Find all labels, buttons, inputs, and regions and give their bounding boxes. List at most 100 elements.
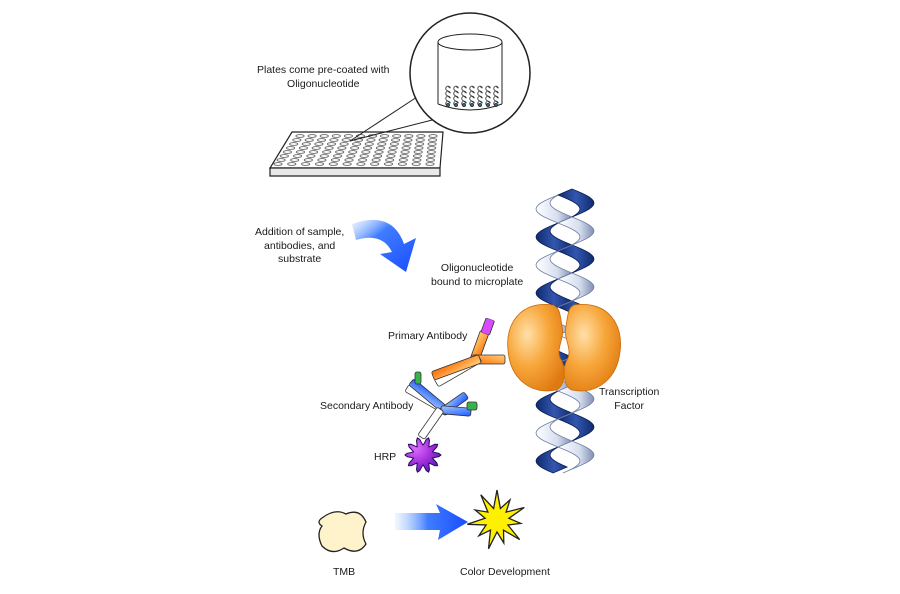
plate-well [279, 154, 289, 158]
plate-well [358, 158, 368, 162]
oligo-anchor [485, 103, 490, 108]
primary-antibody-icon [431, 317, 506, 387]
dna-strand-segment [556, 216, 595, 252]
plate-well [303, 158, 313, 162]
plate-well [414, 146, 424, 150]
oligo-strand [453, 85, 459, 107]
plate-well [415, 142, 425, 146]
microplate-icon [268, 131, 444, 177]
oligo-bound-label-line: Oligonucleotide [440, 262, 514, 274]
plate-well [402, 142, 412, 146]
transcription-factor-label: Transcription Factor [599, 386, 659, 413]
tmb-label: TMB [333, 566, 356, 578]
plate-well [397, 162, 407, 166]
plate-well [276, 158, 286, 162]
plate-well [398, 158, 408, 162]
oligo-anchor [469, 103, 474, 108]
plate-well [392, 134, 402, 138]
plate-well [330, 158, 340, 162]
plate-well [366, 138, 376, 142]
plates-label-line: Plates come pre-coated with [257, 64, 390, 76]
plate-well [348, 150, 358, 154]
plate-well [373, 154, 383, 158]
plate-well [319, 134, 329, 138]
dna-strand-segment [535, 412, 574, 448]
plate-well [403, 138, 413, 142]
plate-well [329, 138, 339, 142]
plate-well [363, 146, 373, 150]
color-development-label: Color Development [460, 566, 550, 578]
plate-well [350, 146, 360, 150]
plate-well [273, 162, 283, 166]
plate-well [343, 134, 353, 138]
plate-well [324, 146, 334, 150]
color-star-icon [467, 489, 525, 550]
plate-well [400, 150, 410, 154]
transcription-factor-label-line: Factor [614, 399, 645, 412]
plate-well [378, 138, 388, 142]
hrp-enzyme-icon [404, 437, 442, 473]
addition-label-line: antibodies, and [264, 239, 336, 252]
plate-well [413, 150, 423, 154]
plate-well [306, 154, 316, 158]
plate-well [317, 158, 327, 162]
plate-well [389, 142, 399, 146]
plate-well [427, 142, 437, 146]
dna-strand-segment [556, 440, 595, 474]
well-zoom-icon [409, 12, 531, 134]
plate-well [370, 162, 380, 166]
plate-well [404, 134, 414, 138]
plate-well [364, 142, 374, 146]
plate-well [425, 162, 435, 166]
plate-well [309, 150, 319, 154]
plate-well [344, 158, 354, 162]
plate-well [426, 154, 436, 158]
plate-well [412, 158, 422, 162]
secondary-antibody-label: Secondary Antibody [320, 400, 414, 412]
oligo-anchor [453, 103, 458, 108]
plate-well [286, 146, 296, 150]
oligo-strand [469, 85, 475, 107]
oligo-anchor [461, 103, 466, 108]
plates-label: Plates come pre-coated with Oligonucleot… [257, 64, 389, 91]
transcription-factor-label-line: Transcription [599, 386, 660, 398]
dna-strand-segment [535, 440, 573, 474]
addition-label-line: Addition of sample, [255, 226, 345, 238]
plate-well [361, 150, 371, 154]
plate-well [356, 162, 366, 166]
plate-well [301, 142, 311, 146]
plate-well [341, 138, 351, 142]
plate-well [307, 134, 317, 138]
dna-strand-segment [556, 272, 595, 308]
plate-well [416, 134, 426, 138]
plate-well [415, 138, 425, 142]
plate-well [380, 134, 390, 138]
plate-well [371, 158, 381, 162]
plate-well [289, 142, 299, 146]
plate-well [282, 150, 292, 154]
hrp-label: HRP [374, 451, 397, 463]
tmb-substrate-icon [318, 511, 367, 553]
arrow-icon [352, 219, 416, 272]
arrow-icon [395, 504, 468, 540]
plate-well [411, 162, 421, 166]
plates-label-line: Oligonucleotide [287, 77, 360, 90]
plate-well [328, 162, 338, 166]
plate-well [374, 150, 384, 154]
oligo-strand [493, 85, 499, 107]
plate-well [316, 138, 327, 142]
plate-well [401, 146, 411, 150]
plate-well [387, 150, 397, 154]
plate-well [335, 150, 345, 154]
plate-well [331, 134, 341, 138]
plate-well [339, 142, 349, 146]
plate-well [427, 146, 437, 150]
plate-well [295, 134, 305, 138]
plate-well [391, 138, 401, 142]
plate-well [290, 158, 300, 162]
plate-well [426, 150, 436, 154]
secondary-antibody-icon [405, 371, 478, 440]
plate-well [399, 154, 409, 158]
plate-well [412, 154, 423, 158]
